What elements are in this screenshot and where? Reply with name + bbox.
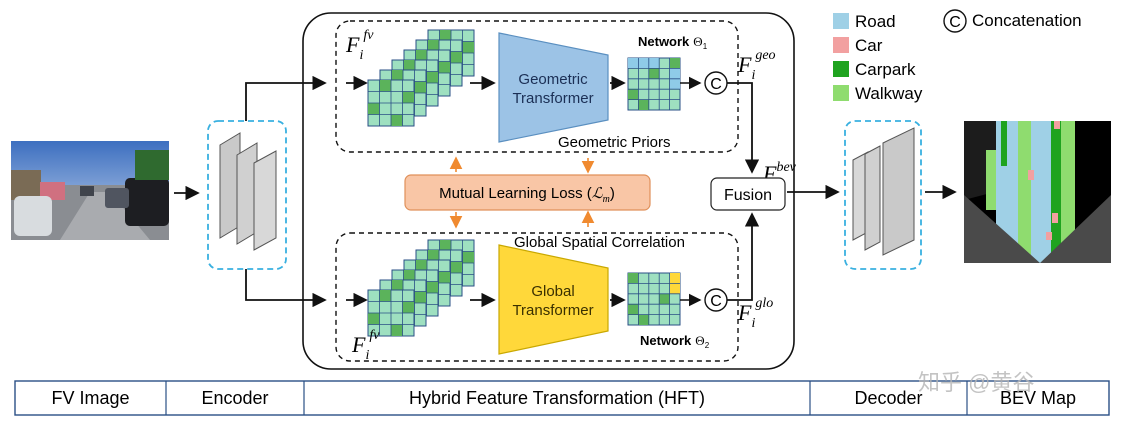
legend-concat-label: Concatenation [972, 11, 1082, 30]
legend-swatch-car [833, 37, 849, 53]
global-spatial-correlation-label: Global Spatial Correlation [514, 234, 685, 251]
legend-concatenation: C Concatenation [943, 9, 1082, 33]
grid-tile [367, 289, 415, 337]
fusion-label: Fusion [724, 187, 772, 204]
legend-concat-symbol: C [949, 14, 961, 31]
top-input-feature-label: Fifv [345, 28, 374, 63]
grid-tile [367, 79, 415, 127]
bottom-concat-glyph: C [710, 293, 722, 310]
encoder-block [207, 120, 287, 270]
fusion-block: Fusion [710, 177, 786, 211]
top-concat-node: C [704, 71, 728, 95]
loss-arrows [449, 156, 595, 229]
bottom-input-feature-label: Fifv [351, 328, 380, 363]
fv-image [11, 141, 169, 240]
geometric-transformer: Geometric Transformer [498, 32, 609, 143]
geometric-priors-label: Geometric Priors [558, 134, 671, 151]
mutual-learning-loss: Mutual Learning Loss (ℒm) [404, 174, 651, 211]
bottom-branch-box [335, 232, 739, 362]
top-concat-glyph: C [710, 76, 722, 93]
geometric-transformer-line2: Transformer [512, 90, 593, 107]
watermark: 知乎 @黄谷 [918, 370, 1034, 395]
top-output-grid [627, 57, 681, 111]
stage-label: BEV Map [1000, 388, 1076, 408]
bev-map [964, 121, 1111, 263]
legend-swatch-carpark [833, 61, 849, 77]
global-transformer-line2: Transformer [512, 302, 593, 319]
bottom-feature-grid-stack [367, 239, 475, 337]
bottom-output-feature-label: Figlo [737, 296, 773, 331]
geometric-transformer-line1: Geometric [518, 71, 588, 88]
legend-label-carpark: Carpark [855, 60, 916, 79]
stage-bar: FV Image Encoder Hybrid Feature Transforma… [14, 380, 1110, 416]
legend-swatch-walkway [833, 85, 849, 101]
top-output-feature-label: Figeo [737, 48, 776, 83]
encoder-layers [219, 132, 277, 251]
mutual-loss-text: Mutual Learning Loss (ℒm) [439, 185, 615, 205]
bottom-output-grid [627, 272, 681, 326]
legend-swatch-road [833, 13, 849, 29]
grid-tile [627, 272, 681, 326]
stage-label: Hybrid Feature Transformation (HFT) [409, 388, 705, 408]
hft-container [302, 12, 795, 370]
stage-label: FV Image [51, 388, 129, 408]
bottom-concat-node: C [704, 288, 728, 312]
global-transformer-line1: Global [531, 283, 574, 300]
stage-label: Encoder [201, 388, 268, 408]
top-feature-grid-stack [367, 29, 475, 127]
legend-label-walkway: Walkway [855, 84, 923, 103]
stage-label: Decoder [854, 388, 922, 408]
legend-label-car: Car [855, 36, 883, 55]
grid-tile [627, 57, 681, 111]
legend-label-road: Road [855, 12, 896, 31]
decoder-block [844, 120, 922, 270]
global-transformer: Global Transformer [498, 244, 609, 355]
